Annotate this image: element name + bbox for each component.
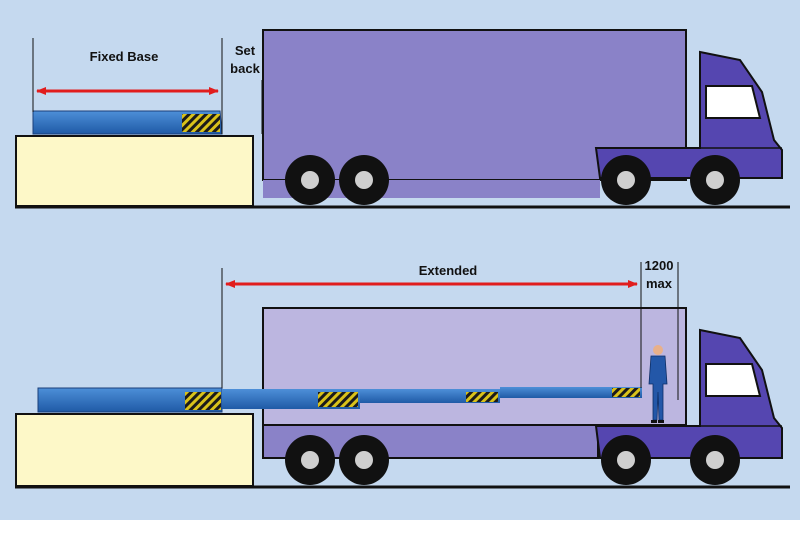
loading-dock-top (15, 135, 254, 207)
dock-leveller-bottom (37, 387, 642, 413)
top-panel: Fixed Base Set back (15, 29, 790, 209)
max-label-line1: 1200 (645, 258, 674, 273)
wheels-bottom (285, 435, 740, 485)
fixed-base-label: Fixed Base (90, 49, 159, 64)
worker-figure (648, 345, 668, 423)
extended-label: Extended (419, 263, 478, 278)
set-back-label-line2: back (230, 61, 260, 76)
dock-leveller-top (32, 110, 223, 135)
wheels-top (285, 155, 740, 205)
bottom-panel: Extended 1200 max (15, 258, 790, 489)
loading-dock-bottom (15, 413, 254, 487)
set-back-label-line1: Set (235, 43, 256, 58)
max-label-line2: max (646, 276, 673, 291)
white-strip (0, 520, 800, 534)
